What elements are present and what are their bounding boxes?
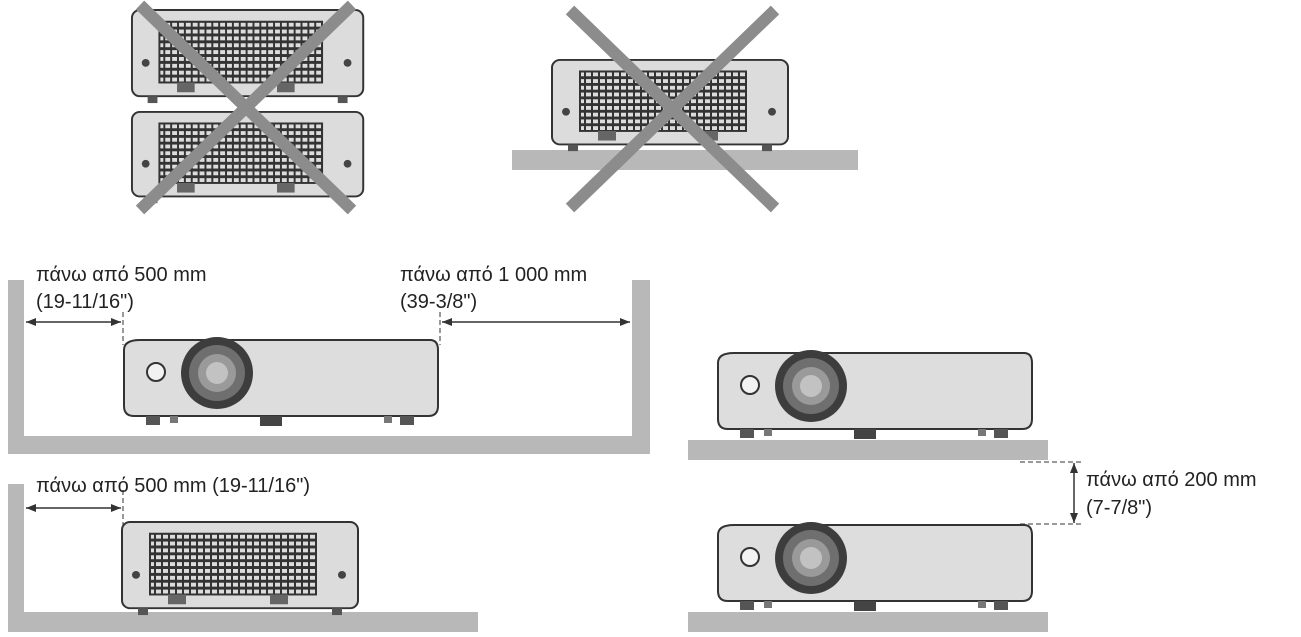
stacked-projectors-prohibited	[130, 0, 365, 215]
front-clearance-inch-label: (39-3/8")	[400, 291, 478, 313]
shelf	[512, 150, 858, 170]
side-wall	[8, 484, 478, 632]
cross-line	[135, 0, 357, 215]
vertical-clearance-label: πάνω από 200 mm	[1086, 469, 1257, 491]
front-clearance-label: πάνω από 1 000 mm	[400, 264, 588, 286]
vertical-clearance-figure	[688, 349, 1082, 632]
vertical-clearance-inch-label: (7-7/8")	[1086, 497, 1153, 519]
side-clearance-label: πάνω από 500 mm (19-11/16")	[36, 475, 310, 497]
rear-clearance-label: πάνω από 500 mm	[36, 264, 207, 286]
side-clearance-figure	[8, 484, 478, 632]
cross-line	[565, 5, 780, 213]
front-rear-clearance-figure	[8, 280, 650, 454]
upper-shelf	[688, 440, 1048, 460]
wall-enclosure	[8, 280, 650, 454]
lower-shelf	[688, 612, 1048, 632]
rear-clearance-inch-label: (19-11/16")	[36, 291, 134, 313]
tilted-projector-prohibited	[512, 5, 858, 213]
